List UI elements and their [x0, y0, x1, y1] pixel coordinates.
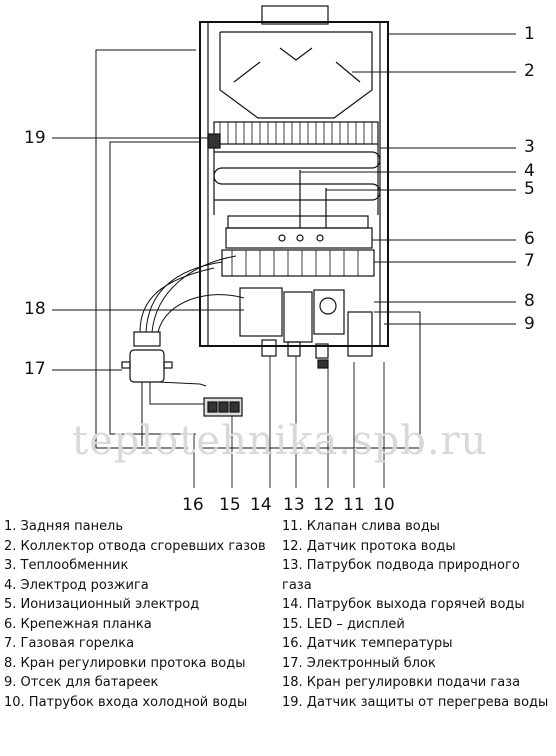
callout-3: 3 — [524, 137, 535, 157]
watermark: teplotehnika.spb.ru — [72, 418, 488, 464]
callout-9: 9 — [524, 314, 535, 334]
callout-8: 8 — [524, 291, 535, 311]
legend-item: 17. Электронный блок — [282, 655, 436, 671]
callout-16: 16 — [182, 495, 204, 515]
legend-item: 8. Кран регулировки протока воды — [4, 655, 246, 671]
legend-item: 6. Крепежная планка — [4, 616, 152, 632]
legend-item: 10. Патрубок входа холодной воды — [4, 694, 248, 710]
legend-item: 9. Отсек для батареек — [4, 675, 159, 690]
callout-2: 2 — [524, 61, 535, 81]
legend-item: 5. Ионизационный электрод — [4, 597, 200, 612]
legend-item: 11. Клапан слива воды — [282, 519, 440, 534]
callout-5: 5 — [524, 179, 535, 199]
legend-item: 18. Кран регулировки подачи газа — [282, 675, 521, 690]
callout-7: 7 — [524, 251, 535, 271]
wiring — [95, 49, 421, 449]
callout-13: 13 — [283, 495, 305, 515]
callout-11: 11 — [343, 495, 365, 515]
callout-4: 4 — [524, 161, 535, 181]
callout-18: 18 — [24, 299, 46, 319]
legend-item: 7. Газовая горелка — [4, 636, 135, 651]
valve-assembly — [239, 287, 373, 369]
callout-17: 17 — [24, 359, 46, 379]
callout-19: 19 — [24, 128, 46, 148]
callout-6: 6 — [524, 229, 535, 249]
heater-diagram — [52, 5, 516, 488]
leader-lines — [52, 33, 516, 488]
legend-right: 11. Клапан слива воды 12. Датчик протока… — [282, 517, 548, 712]
legend-item: 3. Теплообменник — [4, 558, 129, 573]
callout-1: 1 — [524, 24, 535, 44]
electronic-unit — [121, 331, 173, 383]
legend-item: газа — [282, 577, 312, 593]
legend-item: 13. Патрубок подвода природного — [282, 558, 520, 573]
legend-item: 16. Датчик температуры — [282, 636, 453, 651]
back-panel — [199, 5, 389, 347]
legend-left: 1. Задняя панель 2. Коллектор отвода сго… — [4, 517, 266, 712]
overheat-sensor — [207, 133, 221, 149]
legend-item: 15. LED – дисплей — [282, 616, 405, 632]
legend-item: 19. Датчик защиты от перегрева воды — [282, 694, 549, 710]
legend-item: 14. Патрубок выхода горячей воды — [282, 597, 525, 612]
callout-15: 15 — [219, 495, 241, 515]
callout-12: 12 — [313, 495, 335, 515]
heat-exchanger — [213, 121, 381, 215]
callout-14: 14 — [250, 495, 272, 515]
legend-item: 2. Коллектор отвода сгоревших газов — [4, 538, 266, 554]
led-display — [203, 397, 243, 417]
exhaust-collector — [219, 31, 373, 119]
callout-10: 10 — [373, 495, 395, 515]
gas-burner — [221, 170, 375, 277]
legend-item: 1. Задняя панель — [4, 519, 124, 534]
legend-item: 4. Электрод розжига — [4, 577, 149, 593]
legend-item: 12. Датчик протока воды — [282, 538, 456, 554]
